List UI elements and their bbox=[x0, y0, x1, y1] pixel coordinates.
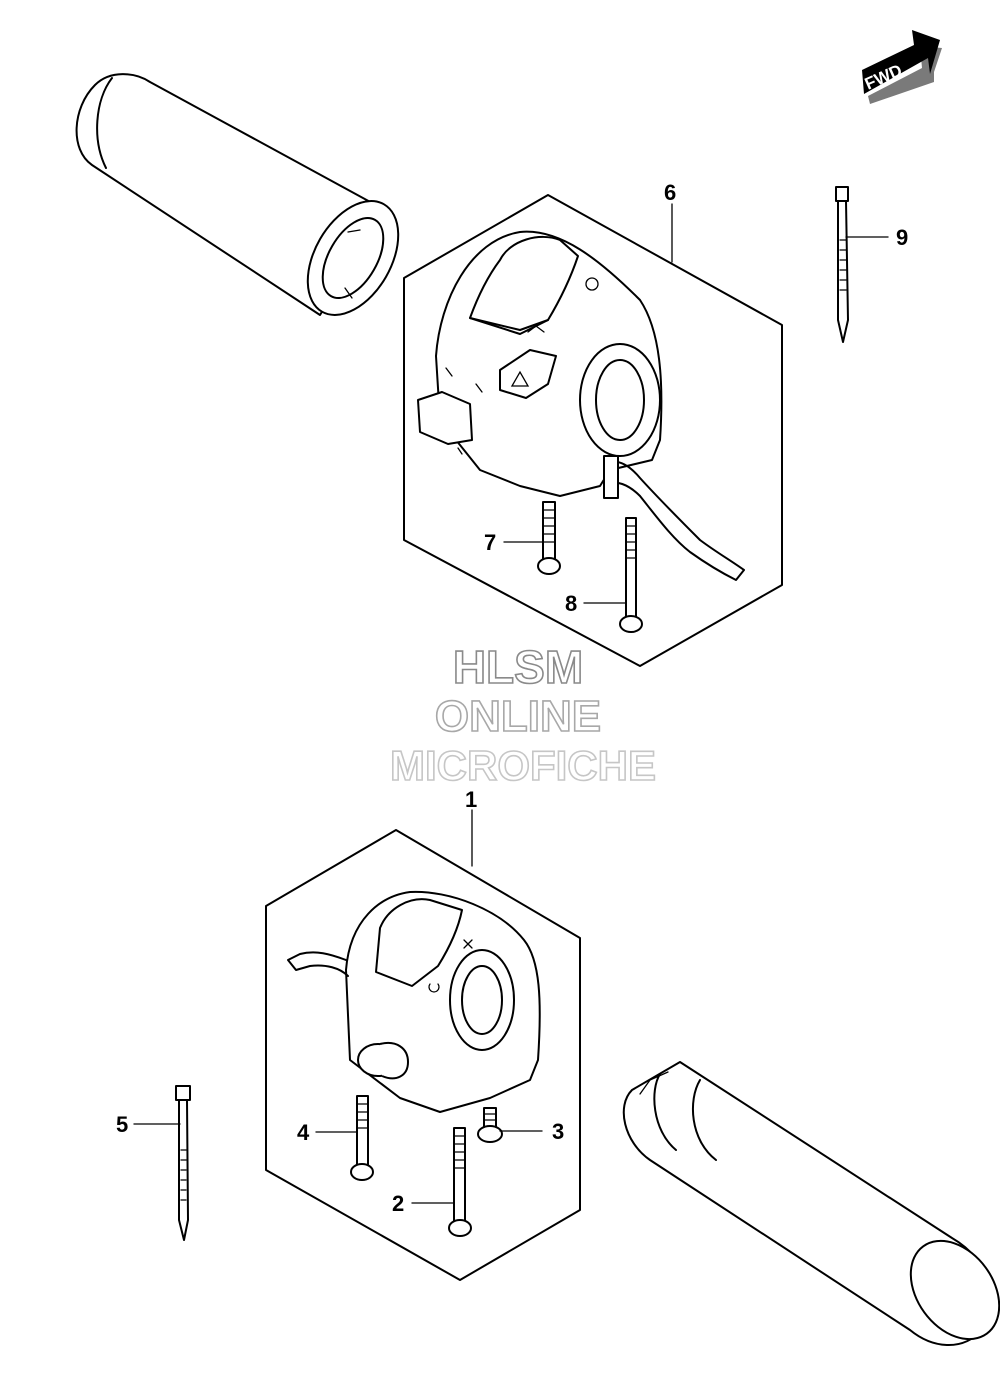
screw-7 bbox=[537, 501, 561, 575]
fwd-arrow-icon: FWD bbox=[862, 30, 942, 104]
callout-label-4: 4 bbox=[297, 1120, 310, 1145]
watermark-line1: HLSM bbox=[453, 641, 583, 693]
cable-tie-5 bbox=[175, 1085, 191, 1241]
screw-4 bbox=[350, 1095, 374, 1181]
right-handlebar-switch bbox=[417, 230, 745, 581]
callout-label-2: 2 bbox=[392, 1191, 404, 1216]
switch-assembly-frame-upper bbox=[403, 194, 783, 667]
cable-tie-9 bbox=[835, 186, 849, 343]
screw-8 bbox=[619, 517, 643, 633]
callout-label-9: 9 bbox=[896, 225, 908, 250]
callout-label-7: 7 bbox=[484, 530, 496, 555]
callout-8: 8 bbox=[565, 591, 627, 616]
switch-assembly-frame-lower bbox=[265, 829, 581, 1281]
callout-3: 3 bbox=[499, 1119, 564, 1144]
left-handlebar-switch bbox=[287, 890, 541, 1113]
callout-label-3: 3 bbox=[552, 1119, 564, 1144]
callout-6: 6 bbox=[664, 180, 676, 263]
screw-2 bbox=[448, 1127, 472, 1237]
callout-9: 9 bbox=[845, 225, 908, 250]
watermark-line3: MICROFICHE bbox=[390, 742, 656, 789]
screw-3 bbox=[477, 1107, 503, 1143]
callout-2: 2 bbox=[392, 1191, 455, 1216]
callout-label-1: 1 bbox=[465, 787, 477, 812]
callout-5: 5 bbox=[116, 1112, 181, 1137]
callout-label-6: 6 bbox=[664, 180, 676, 205]
callout-label-8: 8 bbox=[565, 591, 577, 616]
callout-4: 4 bbox=[297, 1120, 358, 1145]
callout-label-5: 5 bbox=[116, 1112, 128, 1137]
watermark-line2: ONLINE bbox=[435, 692, 601, 741]
left-handlebar-grip bbox=[75, 73, 400, 316]
throttle-grip bbox=[622, 1061, 1000, 1346]
callout-1: 1 bbox=[465, 787, 477, 867]
callout-7: 7 bbox=[484, 530, 544, 555]
